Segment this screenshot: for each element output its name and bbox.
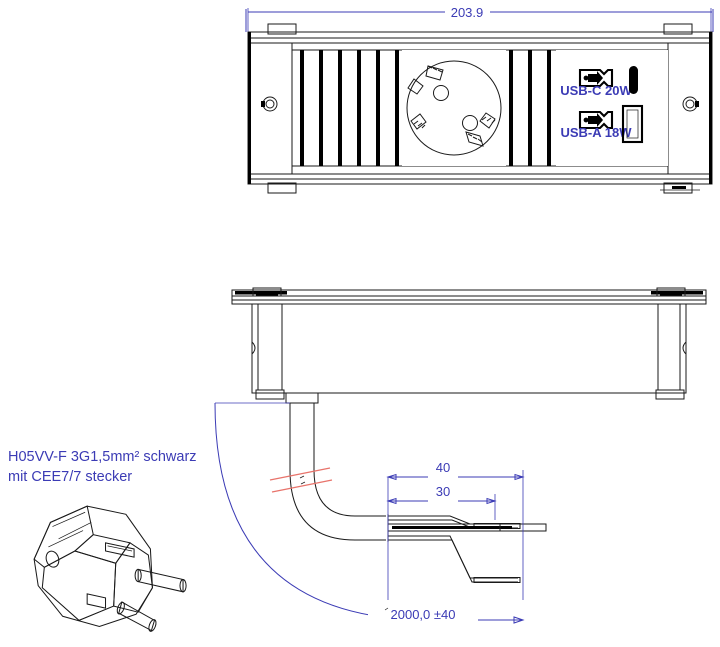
right-end-cap-screw	[682, 96, 699, 112]
cable-spec-line1: H05VV-F 3G1,5mm² schwarz	[8, 449, 197, 465]
usb-c-icon	[578, 68, 614, 88]
side-view-foot-right	[655, 389, 685, 400]
side-view-mounting-hardware	[235, 287, 703, 297]
usb-section: USB-C 20W USB-A 18W	[556, 50, 668, 166]
top-view-left-edge	[248, 32, 251, 184]
usb-c-port	[629, 66, 638, 94]
wire-strip-inner-value: 30	[436, 484, 450, 499]
cable-sheath-left	[289, 403, 388, 541]
cable-specification-note: H05VV-F 3G1,5mm² schwarz mit CEE7/7 stec…	[8, 449, 197, 485]
cee77-plug-3d	[33, 505, 187, 632]
usb-a-port	[621, 104, 644, 144]
socket-hole-left	[433, 85, 449, 101]
usb-a-icon	[578, 110, 614, 130]
cable-length-dimension: 2000,0 ±40	[214, 402, 525, 625]
top-view-end-tabs	[267, 23, 700, 194]
top-view-socket-rail: USB-C 20W USB-A 18W	[247, 23, 713, 194]
wire-strip-outer-value: 40	[436, 460, 450, 475]
usb-a-label: USB-A 18W	[560, 125, 632, 140]
side-latch-left	[251, 341, 256, 355]
plug-pin-upper	[134, 568, 187, 593]
wire-strip-outer-dimension: 40	[386, 460, 525, 600]
overall-length-dimension: 203.9	[245, 5, 714, 40]
wire-strip-inner-dimension: 30	[386, 484, 497, 520]
side-view-top-rail	[231, 289, 707, 305]
socket-outer-circle	[406, 60, 502, 156]
ventilation-slots	[300, 50, 551, 166]
cable-length-value: 2000,0 ±40	[391, 607, 456, 622]
side-view-body	[251, 304, 687, 394]
usb-c-label: USB-C 20W	[560, 83, 632, 98]
plug-rear-hole	[45, 550, 60, 568]
side-view-socket-rail	[231, 287, 707, 400]
side-latch-right	[682, 341, 687, 355]
plug-pin-lower	[116, 601, 157, 632]
left-end-cap-screw	[261, 96, 278, 112]
cable-break-symbol	[269, 467, 333, 493]
cable-gland	[285, 392, 319, 404]
overall-length-value: 203.9	[451, 5, 484, 20]
socket-hole-right	[462, 115, 478, 131]
top-view-right-edge	[709, 32, 712, 184]
cable-spec-line2: mit CEE7/7 stecker	[8, 469, 132, 485]
socket-earth-contacts	[407, 65, 496, 147]
conductor-redraw	[386, 505, 586, 600]
side-view-foot-left	[255, 389, 285, 400]
plug-earth-strip-bottom	[86, 593, 107, 609]
plug-earth-strip-top	[105, 542, 135, 558]
schuko-socket	[402, 50, 506, 166]
